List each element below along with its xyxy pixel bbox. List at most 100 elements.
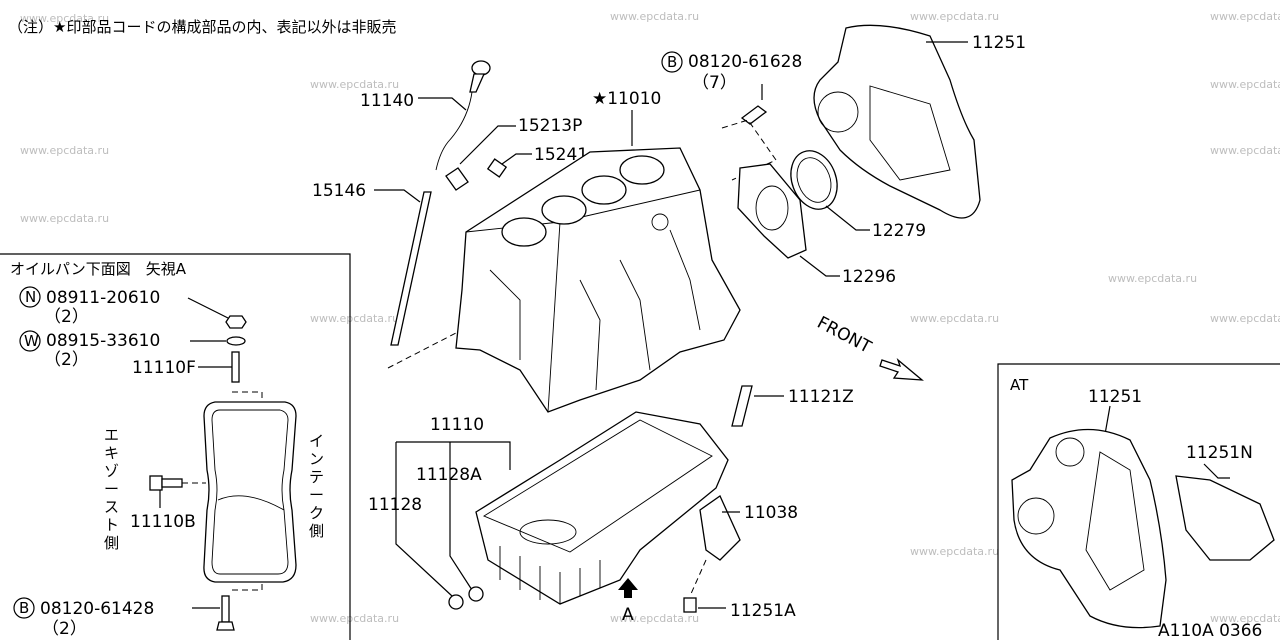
inset-left-frame <box>0 253 351 640</box>
watermark: www.epcdata.ru <box>910 312 999 325</box>
watermark: www.epcdata.ru <box>1210 78 1280 91</box>
part-label-11010[interactable]: ★11010 <box>592 89 661 109</box>
part-label-11121z[interactable]: 11121Z <box>788 387 854 407</box>
watermark: www.epcdata.ru <box>20 12 109 25</box>
watermark: www.epcdata.ru <box>20 144 109 157</box>
plate-recess <box>869 85 951 181</box>
at-plate-hole <box>1017 497 1055 535</box>
block-ribs <box>489 229 701 391</box>
seal-retainer-12296: 12296 <box>737 163 896 287</box>
part-label-11251-at[interactable]: 11251 <box>1088 387 1142 407</box>
oil-pan-inner-outline <box>211 409 289 575</box>
part-label-15146[interactable]: 15146 <box>312 181 366 201</box>
part-11121z: 11121Z <box>731 385 854 427</box>
exhaust-side-char: エ <box>104 426 119 444</box>
dipstick-rod <box>435 91 473 171</box>
up-arrow-icon <box>618 578 638 598</box>
nut-icon <box>225 315 247 329</box>
header-note: （注）★印部品コードの構成部品の内、表記以外は非販売 <box>8 18 396 36</box>
inset-oil-pan-bottom-view: オイルパン下面図 矢視A N 08911-20610 （2） W 08915-3… <box>0 253 351 640</box>
part-label-11110b[interactable]: 11110B <box>130 512 196 532</box>
guide-tube-icon <box>390 191 432 346</box>
cylinder-bore-icon <box>501 217 547 247</box>
oil-pan-icon <box>475 411 729 605</box>
part-label-11110[interactable]: 11110 <box>430 415 484 435</box>
rear-plate-icon <box>813 24 981 219</box>
drain-plug-icon <box>448 594 464 610</box>
watermark: www.epcdata.ru <box>1108 272 1197 285</box>
leader-line <box>449 442 473 591</box>
front-arrow-icon <box>879 358 924 381</box>
bolt-head-icon <box>216 621 235 631</box>
part-label-11110f[interactable]: 11110F <box>132 358 196 378</box>
exhaust-side-char: ゾ <box>104 462 119 480</box>
leader-line <box>396 441 511 470</box>
part-label-11251[interactable]: 11251 <box>972 33 1026 53</box>
badge-n-icon <box>19 286 41 308</box>
part-qty-08915-33610: （2） <box>44 350 89 370</box>
leader-line <box>459 125 516 165</box>
leader-line <box>232 582 263 591</box>
leader-line <box>501 153 532 165</box>
retainer-icon <box>737 163 807 259</box>
oil-pan-sump-line <box>217 495 285 511</box>
leader-line <box>689 559 707 597</box>
intake-side-char: ン <box>309 450 324 468</box>
badge-w-letter: W <box>24 332 39 350</box>
at-plate-recess <box>1085 451 1145 591</box>
bolt-head-icon <box>149 475 163 491</box>
watermark: www.epcdata.ru <box>910 10 999 23</box>
leader-line <box>825 205 870 231</box>
intake-side-char: 側 <box>309 522 324 540</box>
watermark: www.epcdata.ru <box>310 78 399 91</box>
part-label-08120-61428[interactable]: 08120-61428 <box>40 599 154 619</box>
part-label-11251a[interactable]: 11251A <box>730 601 796 621</box>
rear-plate-11251: 11251 <box>813 24 1026 219</box>
part-label-11128[interactable]: 11128 <box>368 495 422 515</box>
at-cover-icon <box>1175 475 1275 561</box>
badge-n-letter: N <box>25 288 36 306</box>
intake-side-char: ク <box>309 504 324 522</box>
cylinder-bore-icon <box>581 175 627 205</box>
intake-side-label: イ ン テ ー ク 側 <box>309 432 324 540</box>
part-label-15213p[interactable]: 15213P <box>518 116 582 136</box>
watermark: www.epcdata.ru <box>610 612 699 625</box>
oil-pan-fins <box>499 546 601 604</box>
front-indicator: FRONT <box>814 313 924 381</box>
part-label-08915-33610[interactable]: 08915-33610 <box>46 331 160 351</box>
dipstick-assembly: 11140 <box>360 60 491 171</box>
part-qty-08911-20610: （2） <box>44 307 89 327</box>
bolt-icon <box>683 597 697 613</box>
washer-icon <box>226 336 246 346</box>
plug-icon <box>445 167 469 191</box>
part-label-12296[interactable]: 12296 <box>842 267 896 287</box>
part-label-08120-61628[interactable]: 08120-61628 <box>688 52 802 72</box>
cylinder-block: ★11010 <box>455 89 741 413</box>
leader-line <box>232 391 263 402</box>
baffle-icon <box>731 385 753 427</box>
oil-seal-12279: 12279 <box>790 150 926 241</box>
part-label-11251n[interactable]: 11251N <box>1186 443 1253 463</box>
part-label-11038[interactable]: 11038 <box>744 503 798 523</box>
part-label-11140[interactable]: 11140 <box>360 91 414 111</box>
watermark: www.epcdata.ru <box>910 545 999 558</box>
part-label-15241[interactable]: 15241 <box>534 145 588 165</box>
part-label-08911-20610[interactable]: 08911-20610 <box>46 288 160 308</box>
watermark: www.epcdata.ru <box>1210 612 1280 625</box>
watermark: www.epcdata.ru <box>310 612 399 625</box>
part-label-11128a[interactable]: 11128A <box>416 465 482 485</box>
intake-side-char: テ <box>309 468 324 486</box>
part-label-12279[interactable]: 12279 <box>872 221 926 241</box>
bracket-icon <box>699 495 741 561</box>
view-a-label: A <box>622 605 634 625</box>
bolt-icon <box>740 105 768 125</box>
part-qty-08120-61628: （7） <box>692 73 737 93</box>
stud-icon <box>231 351 240 383</box>
exhaust-side-char: ス <box>104 498 119 516</box>
dipstick-handle-icon <box>471 60 491 76</box>
exhaust-side-char: ト <box>104 516 119 534</box>
bolt-11251a: 11251A <box>683 597 796 621</box>
leader-line <box>374 189 421 203</box>
plug-15213p: 15213P <box>445 116 582 191</box>
